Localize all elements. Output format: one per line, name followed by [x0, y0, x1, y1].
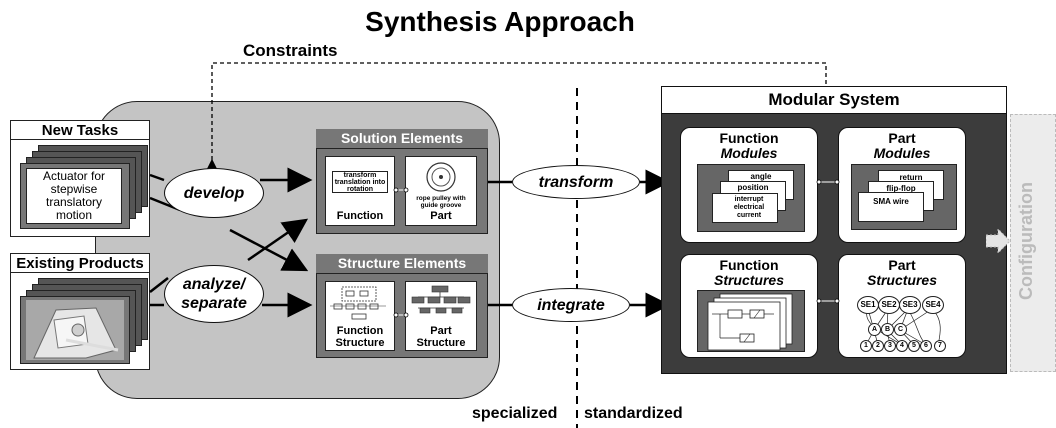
structure-link-icon [393, 312, 409, 318]
product-photo-icon [26, 300, 124, 360]
new-task-card: Actuator for stepwise translatory motion [26, 168, 122, 224]
standardized-label: standardized [584, 405, 683, 422]
integrate-process: integrate [512, 288, 630, 322]
node-7: 7 [934, 340, 946, 352]
new-tasks-label: New Tasks [10, 120, 150, 140]
solution-elements-title: Solution Elements [316, 129, 488, 149]
diagram-title: Synthesis Approach [365, 6, 635, 37]
part-element-label: Part [430, 210, 452, 222]
function-modules-title: Function Modules [680, 131, 818, 161]
develop-process: develop [164, 168, 264, 218]
constraints-label: Constraints [243, 41, 338, 60]
node-se2: SE2 [878, 296, 900, 314]
solution-link-icon [393, 187, 409, 193]
node-1: 1 [860, 340, 872, 352]
part-structure-icon [411, 285, 471, 314]
part-structure-label: Part Structure [416, 325, 466, 349]
part-modules-title: Part Modules [838, 131, 966, 161]
node-5: 5 [908, 340, 920, 352]
structures-link-icon [816, 298, 840, 304]
node-se1: SE1 [857, 296, 879, 314]
part-structures-title: Part Structures [838, 258, 966, 288]
function-structure-icon [330, 286, 386, 320]
function-structures-title: Function Structures [680, 258, 818, 288]
node-2: 2 [872, 340, 884, 352]
node-a: A [868, 323, 881, 336]
analyze-separate-process: analyze/ separate [164, 265, 264, 323]
node-6: 6 [920, 340, 932, 352]
function-modules-title-1: Function [719, 130, 779, 146]
part-modules-title-1: Part [888, 130, 916, 146]
function-element-label: Function [336, 210, 384, 222]
node-c: C [894, 323, 907, 336]
function-structure-label: Function Structure [335, 325, 385, 349]
part-tag-sma-wire: SMA wire [858, 192, 924, 222]
structure-elements-title: Structure Elements [316, 254, 488, 274]
configuration-box [1010, 114, 1056, 372]
function-modules-title-2: Modules [720, 145, 778, 161]
configuration-arrow-icon [986, 228, 1011, 254]
function-structure-stack-icon [707, 293, 793, 351]
node-se3: SE3 [899, 296, 921, 314]
configuration-label: Configuration [1016, 182, 1036, 300]
modules-link-icon [816, 179, 840, 185]
function-structures-title-2: Structures [713, 272, 785, 288]
module-tag-interrupt: interrupt electrical current [712, 193, 778, 223]
node-4: 4 [896, 340, 908, 352]
part-modules-title-2: Modules [873, 145, 931, 161]
specialized-label: specialized [472, 405, 558, 422]
part-structure-card [405, 281, 477, 351]
function-structures-title-1: Function [719, 257, 779, 273]
part-structures-title-1: Part [888, 257, 916, 273]
function-element-inner: transform translation into rotation [332, 171, 388, 193]
rope-pulley-icon [426, 162, 456, 192]
part-structures-title-2: Structures [866, 272, 938, 288]
node-se4: SE4 [922, 296, 944, 314]
part-element-inner: rope pulley with guide groove [416, 195, 466, 209]
existing-products-label: Existing Products [10, 253, 150, 273]
node-3: 3 [884, 340, 896, 352]
transform-process: transform [512, 165, 640, 199]
modular-system-title: Modular System [661, 86, 1007, 114]
node-b: B [881, 323, 894, 336]
